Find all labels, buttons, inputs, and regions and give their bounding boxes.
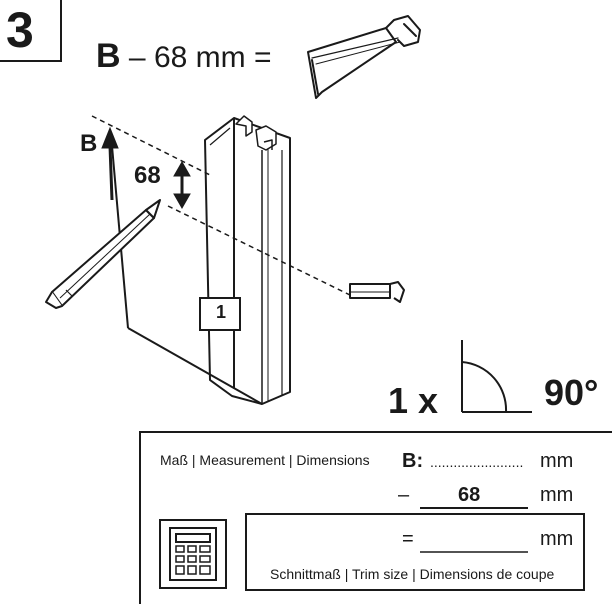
formula-value: 68 [153,41,188,74]
measurement-label: Maß | Measurement | Dimensions [160,452,370,468]
part-label-box [199,297,241,331]
formula-unit: mm [195,41,246,74]
pencil-icon [45,199,161,309]
step-box: 3 [0,0,62,62]
minus-sign: – [398,484,410,506]
equals-sign: = [402,528,414,550]
formula-dash: – [128,41,146,74]
unit-row-1: mm [540,450,574,472]
measurement-lines [91,115,353,297]
small-saw-icon [349,281,405,303]
calculator-icon [159,519,227,589]
b-arrow [101,126,119,201]
formula: B – 68 mm = [96,36,272,78]
b-dotted-line: ........................ [430,454,524,470]
dimension-label: 68 [134,162,161,189]
angle-label: 90° [544,372,599,413]
subtract-value: 68 [458,484,481,506]
dimension-arrow [173,160,191,210]
trim-size-label: Schnittmaß | Trim size | Dimensions de c… [270,566,555,582]
b-prefix: B: [402,450,424,472]
unit-row-3: mm [540,528,574,550]
part-number-label: 1 [216,302,227,322]
worksheet-frame [139,431,612,604]
count-label: 1 x [388,380,439,421]
profile-bar [204,115,291,405]
unit-row-2: mm [540,484,574,506]
b-label: B [80,130,98,157]
formula-equals: = [253,41,272,74]
angle-icon [461,340,532,413]
formula-variable: B [96,37,121,75]
saw-icon [307,15,421,99]
step-number: 3 [6,2,34,58]
